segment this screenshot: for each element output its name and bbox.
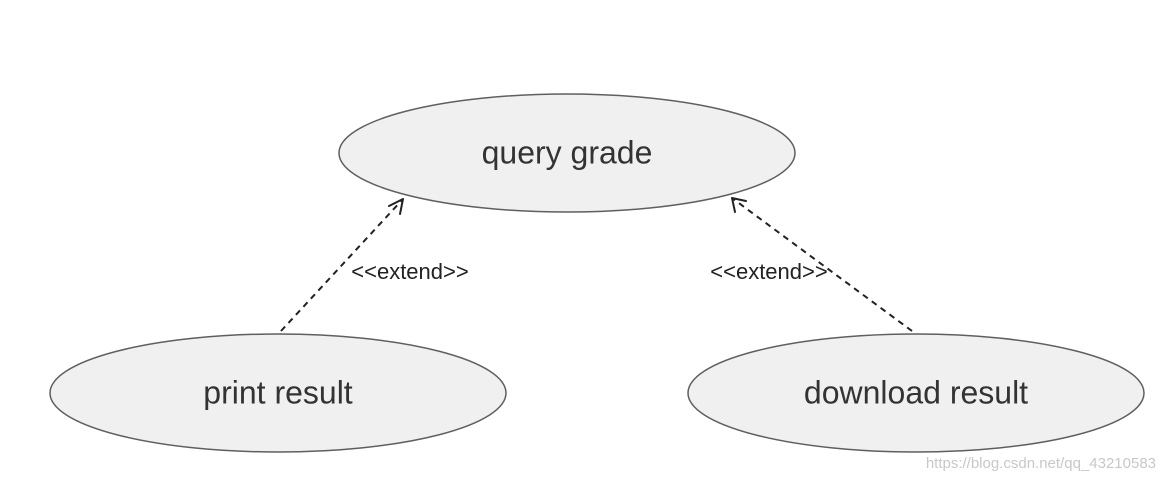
usecase-download-result: download result (687, 333, 1145, 453)
extend-line-print (280, 198, 404, 332)
usecase-query-grade-shape (338, 93, 796, 213)
usecase-download-result-shape (687, 333, 1145, 453)
usecase-print-result-label: print result (203, 374, 353, 410)
extend-label-download: <<extend>> (710, 259, 827, 284)
watermark-url: https://blog.csdn.net/qq_43210583 (925, 455, 1156, 472)
extend-arrowhead-print (388, 198, 404, 215)
usecase-print-result-shape (49, 333, 507, 453)
usecase-print-result: print result (49, 333, 507, 453)
extend-relation-download (731, 197, 913, 332)
extend-label-print: <<extend>> (351, 259, 468, 284)
usecase-query-grade-label: query grade (482, 134, 653, 170)
extend-arrowhead-download (731, 197, 747, 213)
extend-relation-print (280, 198, 404, 332)
usecase-download-result-label: download result (804, 374, 1028, 410)
extend-line-download (731, 197, 913, 332)
usecase-query-grade: query grade (338, 93, 796, 213)
